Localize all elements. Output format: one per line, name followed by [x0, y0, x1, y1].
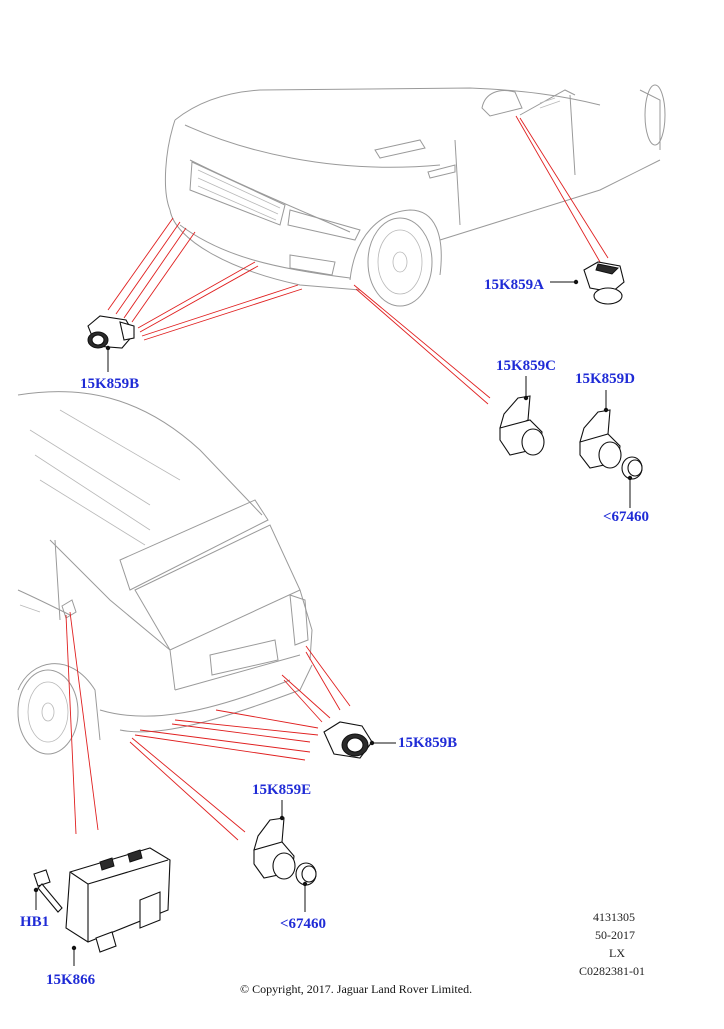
- callout-hb1[interactable]: HB1: [20, 914, 50, 930]
- reference-illustration-id: C0282381-01: [579, 964, 645, 978]
- callout-15k859e[interactable]: 15K859E: [252, 782, 312, 798]
- sensor-15k859c[interactable]: [499, 376, 545, 456]
- reference-model: LX: [609, 946, 625, 960]
- callout-67460-rear[interactable]: <67460: [280, 916, 327, 932]
- rear-vehicle-outline: [17, 391, 313, 755]
- front-vehicle-outline: [164, 84, 666, 307]
- sensor-15k859b-front[interactable]: [87, 315, 135, 372]
- callout-15k859b-rear[interactable]: 15K859B: [398, 735, 458, 751]
- sensor-15k859a[interactable]: [550, 261, 625, 305]
- callout-15k859a[interactable]: 15K859A: [484, 277, 544, 293]
- callout-67460-front[interactable]: <67460: [603, 509, 650, 525]
- callout-15k859c[interactable]: 15K859C: [496, 358, 556, 374]
- callout-15k866[interactable]: 15K866: [46, 972, 96, 988]
- front-leader-lines: [107, 115, 609, 405]
- rear-leader-lines: [65, 611, 351, 841]
- sensor-15k859d[interactable]: [579, 390, 643, 508]
- copyright-notice: © Copyright, 2017. Jaguar Land Rover Lim…: [240, 982, 473, 996]
- reference-number: 4131305: [593, 910, 635, 924]
- sensor-15k859e[interactable]: [253, 800, 317, 912]
- module-15k866[interactable]: [65, 847, 171, 966]
- bolt-hb1[interactable]: [33, 869, 63, 913]
- callout-15k859b-front[interactable]: 15K859B: [80, 376, 140, 392]
- callout-15k859d[interactable]: 15K859D: [575, 371, 635, 387]
- reference-date: 50-2017: [595, 928, 635, 942]
- sensor-15k859b-rear[interactable]: [323, 721, 396, 759]
